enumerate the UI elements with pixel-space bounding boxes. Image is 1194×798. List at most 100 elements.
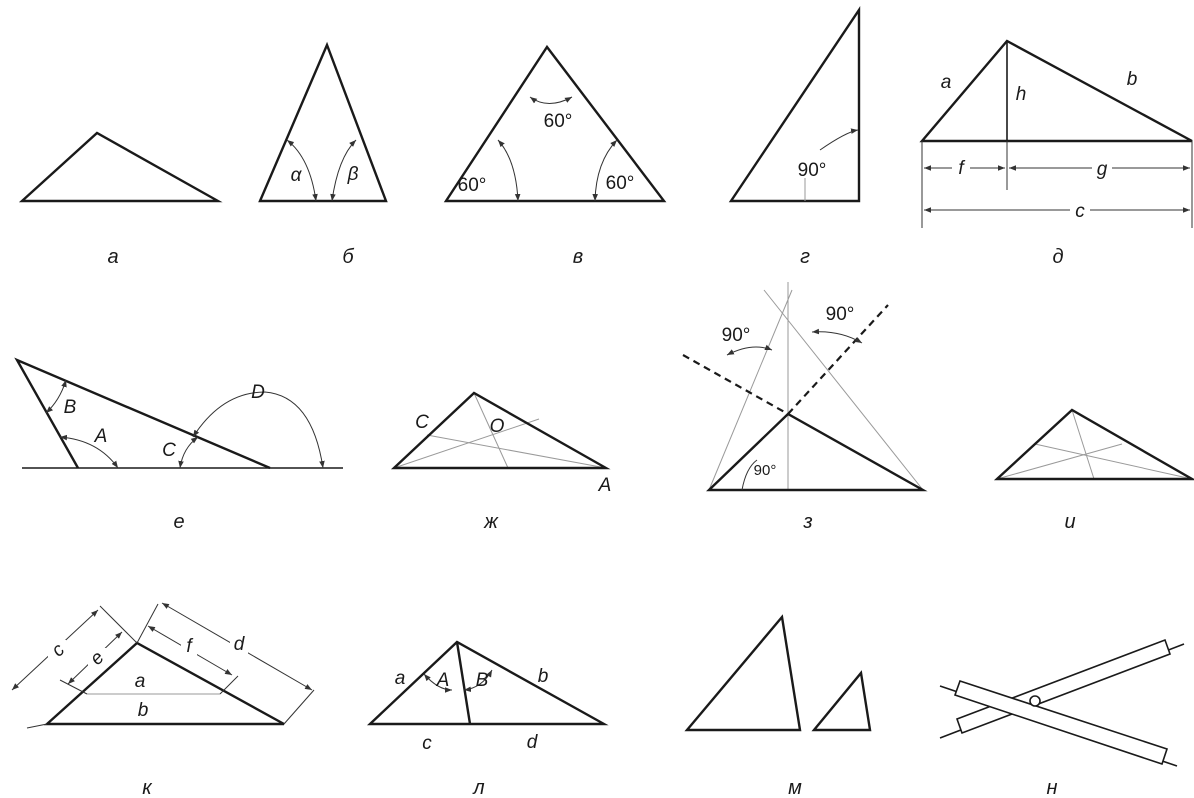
- right-triangle: [728, 6, 861, 203]
- figure-l: a A B b c d л: [366, 640, 609, 798]
- angle-C-arc: [178, 436, 199, 469]
- equilateral-triangle: [443, 44, 667, 203]
- bisector-1: [393, 418, 540, 469]
- figure-zh: C O A ж: [390, 391, 612, 533]
- ext-top-right: [136, 603, 159, 644]
- label-b: b: [138, 700, 149, 721]
- triangle-with-medians: [993, 408, 1194, 481]
- label-g: g: [1097, 159, 1108, 180]
- ext-c-base: [26, 723, 48, 729]
- angle-alpha-arc: [286, 139, 318, 202]
- bisector-line: [455, 641, 472, 725]
- angle-A-arc: [59, 434, 119, 469]
- pivot-joint: [1029, 695, 1041, 707]
- figure-m: м: [684, 614, 872, 798]
- caption-k: к: [142, 777, 153, 798]
- caption-b: б: [342, 246, 354, 268]
- label-segment-c: c: [422, 733, 432, 754]
- angle-beta-arc: [330, 139, 357, 202]
- label-beta: β: [347, 164, 359, 185]
- caption-zh: ж: [483, 511, 499, 533]
- label-a: a: [135, 671, 146, 692]
- label-angle-A: A: [436, 670, 450, 691]
- label-alpha: α: [291, 165, 303, 186]
- figure-v: 60° 60° 60° в: [443, 44, 667, 268]
- d-label-bg: [230, 634, 248, 654]
- angle-left-arc: [497, 139, 521, 202]
- large-similar-triangle: [684, 614, 802, 732]
- triangle-parallel: [43, 641, 285, 726]
- g-label-bg: [1092, 158, 1112, 178]
- angle-bottom-90-arc: [741, 459, 758, 491]
- label-c: c: [1075, 201, 1085, 222]
- caption-l: л: [472, 777, 484, 798]
- altitude-right: [763, 289, 924, 491]
- figure-i: и: [993, 408, 1194, 533]
- angle-right-90-arc: [811, 328, 863, 344]
- caption-m: м: [788, 777, 802, 798]
- label-d: d: [234, 634, 246, 655]
- figure-k: c e f d a b к: [11, 602, 315, 798]
- caption-v: в: [573, 246, 583, 268]
- label-side-b: b: [538, 666, 549, 687]
- angle-top-arc: [529, 96, 573, 104]
- median-1: [996, 443, 1123, 480]
- label-top-angle: 60°: [544, 111, 573, 132]
- angle-right-arc: [592, 139, 618, 202]
- figure-d: a b h f g c д: [919, 39, 1193, 268]
- label-side-a: a: [941, 72, 952, 93]
- figure-b: α β б: [258, 41, 388, 268]
- label-right-90: 90°: [826, 304, 855, 325]
- label-angle-D: D: [251, 382, 265, 403]
- label-center-O: O: [490, 416, 505, 437]
- ext-top-left: [99, 605, 138, 644]
- triangle-exterior: [14, 357, 271, 470]
- dashed-extension-right: [787, 304, 889, 415]
- label-height-h: h: [1016, 84, 1027, 105]
- angle-B-arc: [45, 379, 67, 414]
- label-angle-C: C: [162, 440, 176, 461]
- label-f: f: [958, 158, 965, 179]
- c-label-bg: [48, 640, 66, 660]
- dashed-extension-left: [682, 354, 789, 415]
- label-angle-A: A: [94, 426, 108, 447]
- triangle-with-bisectors: [390, 391, 611, 470]
- median-3: [1071, 409, 1095, 480]
- label-right-angle: 60°: [606, 173, 635, 194]
- e-label-bg: [88, 648, 106, 668]
- ext-d-base: [283, 689, 315, 725]
- figure-z: 90° 90° 90° з: [682, 282, 928, 533]
- caption-i: и: [1064, 511, 1075, 533]
- right-angle-arc: [819, 128, 859, 151]
- caption-d: д: [1052, 246, 1063, 268]
- figure-g: 90° г: [728, 6, 861, 268]
- triangle-with-height: [919, 39, 1193, 143]
- label-side-b: b: [1127, 69, 1138, 90]
- small-similar-triangle: [811, 670, 872, 732]
- caption-z: з: [802, 511, 812, 533]
- isosceles-triangle: [258, 41, 388, 203]
- triangle-with-altitudes: [706, 412, 928, 492]
- bisector-2: [426, 434, 607, 469]
- label-angle-B: B: [476, 670, 489, 691]
- label-vertex-A: A: [598, 475, 612, 496]
- angle-A-arc: [423, 673, 453, 693]
- bisector-3: [473, 392, 509, 469]
- caption-n: н: [1046, 777, 1057, 798]
- label-vertex-C: C: [415, 412, 429, 433]
- label-f: f: [186, 636, 193, 657]
- rod-bar-2: [953, 679, 1169, 766]
- ext-f-base: [219, 675, 239, 695]
- triangle-with-bisector: [366, 640, 609, 726]
- caption-a: а: [107, 246, 118, 268]
- scalene-triangle: [18, 131, 223, 203]
- angle-left-90-arc: [726, 344, 773, 356]
- f-label-bg: [181, 636, 197, 656]
- label-right-angle-g: 90°: [798, 160, 827, 181]
- altitude-left: [708, 289, 793, 491]
- label-bottom-90: 90°: [754, 462, 777, 479]
- caption-e: е: [173, 511, 184, 533]
- figure-e: B A C D е: [14, 357, 343, 533]
- angle-D-arc: [192, 391, 325, 469]
